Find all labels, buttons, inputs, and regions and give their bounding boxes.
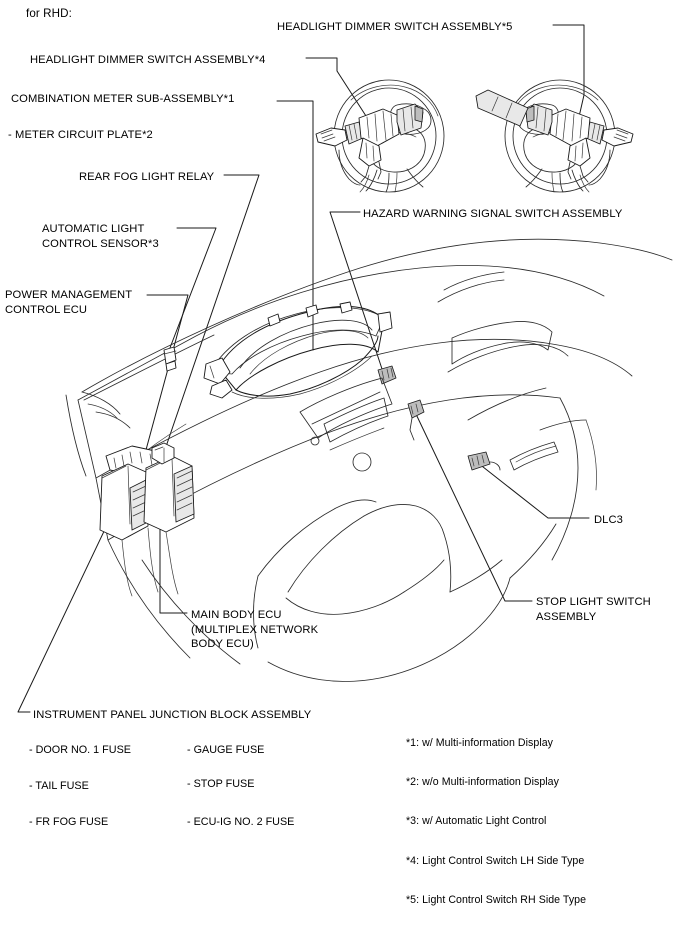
combination-switch-lh	[315, 103, 424, 183]
steering-wheel-lh-view	[315, 79, 445, 193]
label-hazard-warning-signal-switch-assembly: HAZARD WARNING SIGNAL SWITCH ASSEMBLY	[363, 208, 623, 220]
label-headlight-dimmer-switch-assembly-5: HEADLIGHT DIMMER SWITCH ASSEMBLY*5	[277, 21, 513, 33]
label-meter-circuit-plate: - METER CIRCUIT PLATE*2	[8, 129, 153, 141]
footnote-4: *4: Light Control Switch LH Side Type	[406, 855, 585, 867]
label-main-body-ecu: MAIN BODY ECU (MULTIPLEX NETWORK BODY EC…	[191, 609, 319, 650]
footnote-2: *2: w/o Multi-information Display	[406, 776, 559, 788]
center-stack	[299, 377, 393, 472]
instrument-panel-view	[65, 238, 673, 682]
combination-switch-rh	[475, 89, 634, 183]
hazard-warning-signal-switch-assembly	[377, 365, 397, 385]
footnote-1: *1: w/ Multi-information Display	[406, 737, 554, 749]
footnote-5: *5: Light Control Switch RH Side Type	[406, 894, 587, 906]
combination-meter-sub-assembly	[203, 301, 393, 399]
label-instrument-panel-junction-block-assembly: INSTRUMENT PANEL JUNCTION BLOCK ASSEMBLY	[33, 709, 312, 721]
stop-light-switch-assembly	[407, 399, 425, 441]
label-automatic-light-control-sensor: AUTOMATIC LIGHT CONTROL SENSOR*3	[42, 223, 159, 250]
label-headlight-dimmer-switch-assembly-4: HEADLIGHT DIMMER SWITCH ASSEMBLY*4	[30, 54, 266, 66]
automatic-light-control-sensor	[163, 346, 177, 372]
instrument-panel-junction-block-assembly	[99, 442, 195, 597]
page-title: for RHD:	[26, 7, 72, 20]
fuse-item-tail: - TAIL FUSE	[29, 780, 89, 792]
fuse-item-ecu-ig-no-2: - ECU-IG NO. 2 FUSE	[187, 816, 295, 828]
steering-wheel-rh-view	[475, 79, 634, 193]
label-power-management-control-ecu: POWER MANAGEMENT CONTROL ECU	[5, 289, 133, 316]
fuse-item-stop: - STOP FUSE	[187, 778, 255, 790]
label-dlc3: DLC3	[594, 514, 624, 526]
label-rear-fog-light-relay: REAR FOG LIGHT RELAY	[79, 171, 215, 183]
footnote-3: *3: w/ Automatic Light Control	[406, 815, 547, 827]
leader-lines	[17, 24, 590, 713]
label-combination-meter-sub-assembly: COMBINATION METER SUB-ASSEMBLY*1	[11, 93, 235, 105]
fuse-item-door-no-1: - DOOR NO. 1 FUSE	[29, 744, 131, 756]
label-stop-light-switch-assembly: STOP LIGHT SWITCH ASSEMBLY	[536, 596, 651, 623]
fuse-item-gauge: - GAUGE FUSE	[187, 744, 265, 756]
dlc3-connector	[467, 451, 501, 471]
fuse-item-fr-fog: - FR FOG FUSE	[29, 816, 109, 828]
